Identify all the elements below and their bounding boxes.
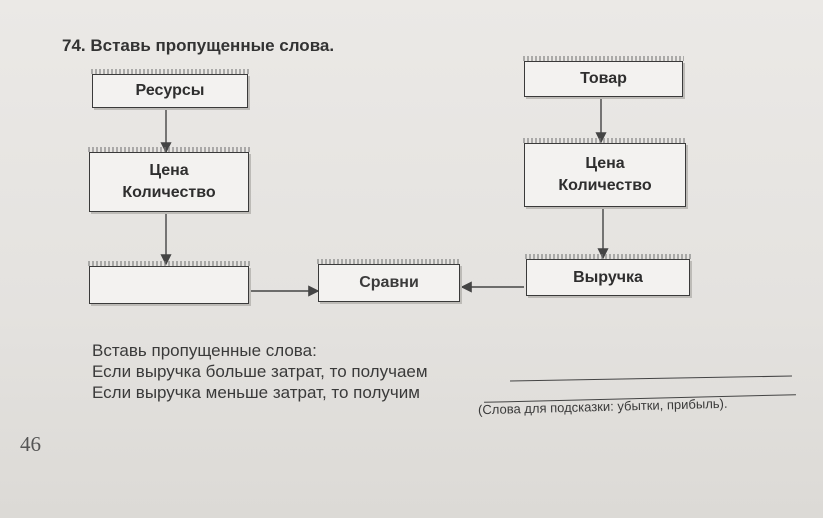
box-product-label: Товар bbox=[580, 70, 627, 88]
box-price-quantity-left: Цена Количество bbox=[88, 147, 250, 212]
box-shading bbox=[525, 254, 691, 259]
page-number: 46 bbox=[20, 432, 41, 456]
box-product: Товар bbox=[523, 56, 684, 97]
box-resources-label: Ресурсы bbox=[135, 82, 205, 100]
box-compare-label: Сравни bbox=[359, 274, 419, 292]
box-shading bbox=[523, 138, 687, 143]
instruction-text: Вставь пропущенные слова: bbox=[92, 341, 317, 360]
box-shading bbox=[317, 259, 461, 264]
box-resources: Ресурсы bbox=[91, 69, 249, 108]
box-compare: Сравни bbox=[317, 259, 461, 302]
exercise-title: 74. Вставь пропущенные слова. bbox=[62, 36, 335, 55]
box-shading bbox=[88, 147, 250, 152]
sentence-profit: Если выручка больше затрат, то получаем bbox=[92, 362, 428, 381]
box-price-quantity-right: Цена Количество bbox=[523, 138, 687, 207]
box-price-quantity-left-label: Цена Количество bbox=[122, 162, 216, 201]
box-shading bbox=[91, 69, 249, 74]
sentence-loss: Если выручка меньше затрат, то получим bbox=[92, 383, 420, 402]
box-shading bbox=[523, 56, 684, 61]
box-shading bbox=[88, 261, 250, 266]
box-revenue-label: Выручка bbox=[573, 268, 643, 286]
box-revenue: Выручка bbox=[525, 254, 691, 296]
answer-box-empty[interactable] bbox=[88, 261, 250, 304]
box-price-quantity-right-label: Цена Количество bbox=[558, 155, 652, 194]
